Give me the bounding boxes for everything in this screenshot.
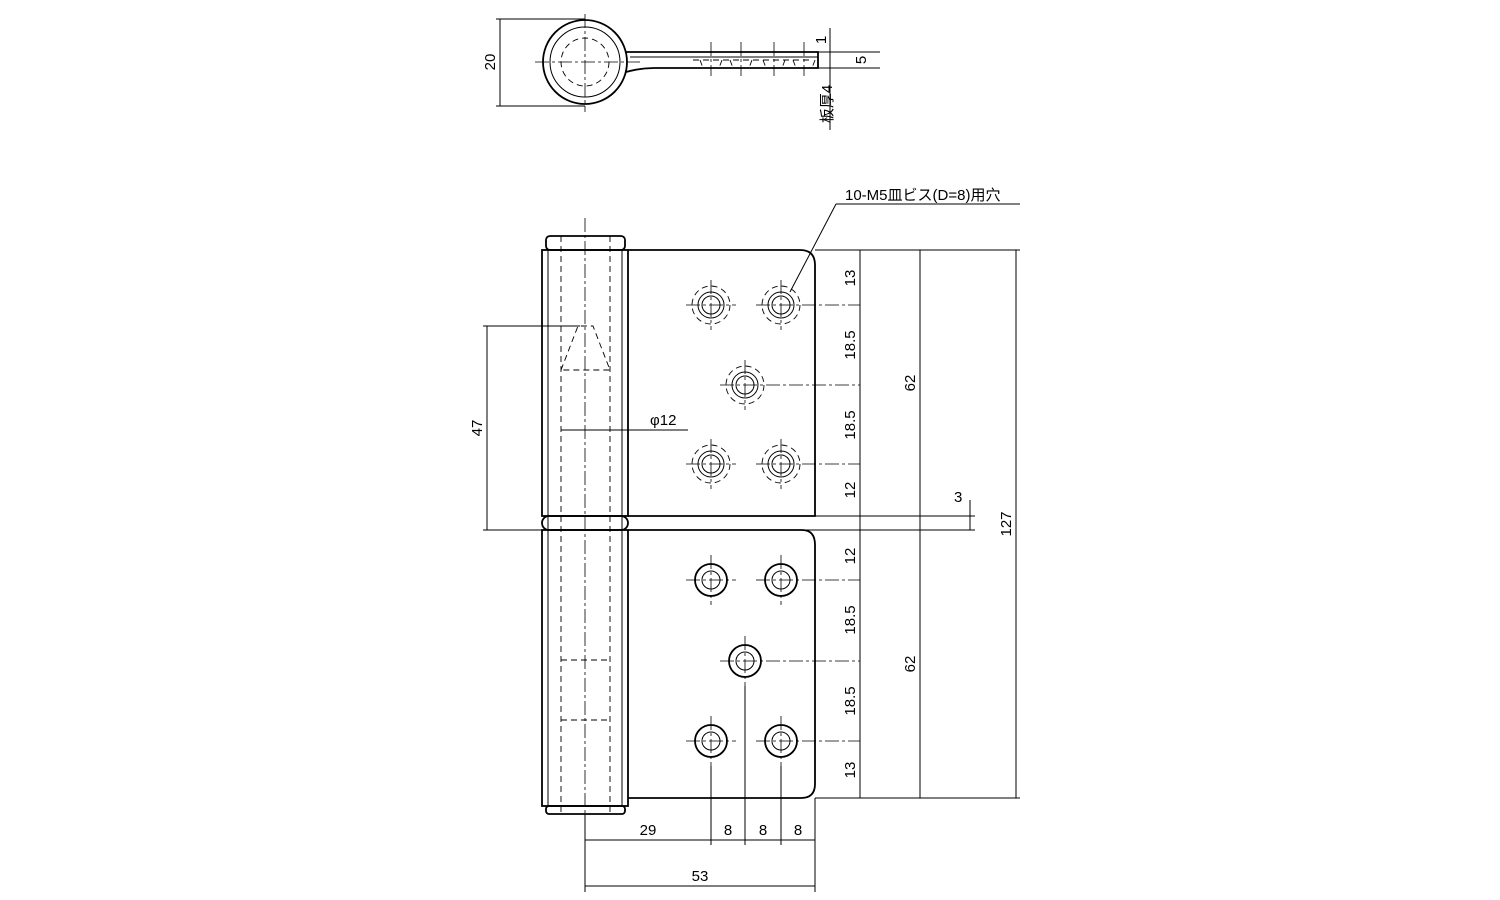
dim-lower-2: 18.5 [842, 605, 859, 634]
dim-x-1: 29 [640, 822, 657, 839]
dim-overall-height: 127 [998, 511, 1015, 536]
upper-hole-3 [720, 360, 860, 410]
dim-lower-total: 62 [902, 656, 919, 673]
lower-leaf [628, 529, 816, 799]
screw-hole-callout: 10-M5皿ビス(D=8)用穴 [845, 187, 1000, 204]
dim-x-4: 8 [794, 822, 802, 839]
hidden-cone [560, 325, 611, 371]
upper-hole-5 [756, 439, 860, 489]
top-leaf-outline [625, 51, 819, 73]
pin-top-cap [545, 235, 626, 251]
dim-upper-4: 12 [842, 482, 859, 499]
dim-pin-height: 47 [469, 420, 486, 437]
dim-upper-1: 13 [842, 270, 859, 287]
top-view: 20 1 5 板厚4 [482, 14, 880, 130]
dim-lower-3: 18.5 [842, 686, 859, 715]
dim-x-2: 8 [724, 822, 732, 839]
dim-x-3: 8 [759, 822, 767, 839]
dim-upper-2: 18.5 [842, 330, 859, 359]
dim-upper-3: 18.5 [842, 410, 859, 439]
dim-gap: 3 [954, 489, 962, 506]
dim-overall-width: 53 [692, 868, 709, 885]
lower-hole-1 [686, 555, 736, 605]
dim-diameter: 20 [482, 54, 499, 71]
front-view: 10-M5皿ビス(D=8)用穴 φ12 47 13 18.5 18.5 12 6… [469, 187, 1020, 892]
upper-leaf [628, 249, 816, 517]
dim-upper-total: 62 [902, 375, 919, 392]
upper-hole-4 [686, 439, 736, 489]
dim-lower-4: 13 [842, 762, 859, 779]
upper-hole-2 [756, 280, 860, 330]
pin-diameter-label: φ12 [650, 412, 676, 429]
lower-hole-5 [756, 716, 860, 766]
dim-lower-1: 12 [842, 548, 859, 565]
dim-leaf-height: 5 [853, 56, 870, 64]
upper-hole-1 [686, 280, 736, 330]
lower-hole-2 [756, 555, 860, 605]
dim-leaf-offset: 1 [813, 36, 830, 44]
dim-plate-thickness: 板厚4 [818, 85, 836, 123]
lower-hole-4 [686, 716, 736, 766]
lower-hole-3 [720, 636, 860, 686]
pin-bottom-cap [545, 805, 626, 815]
